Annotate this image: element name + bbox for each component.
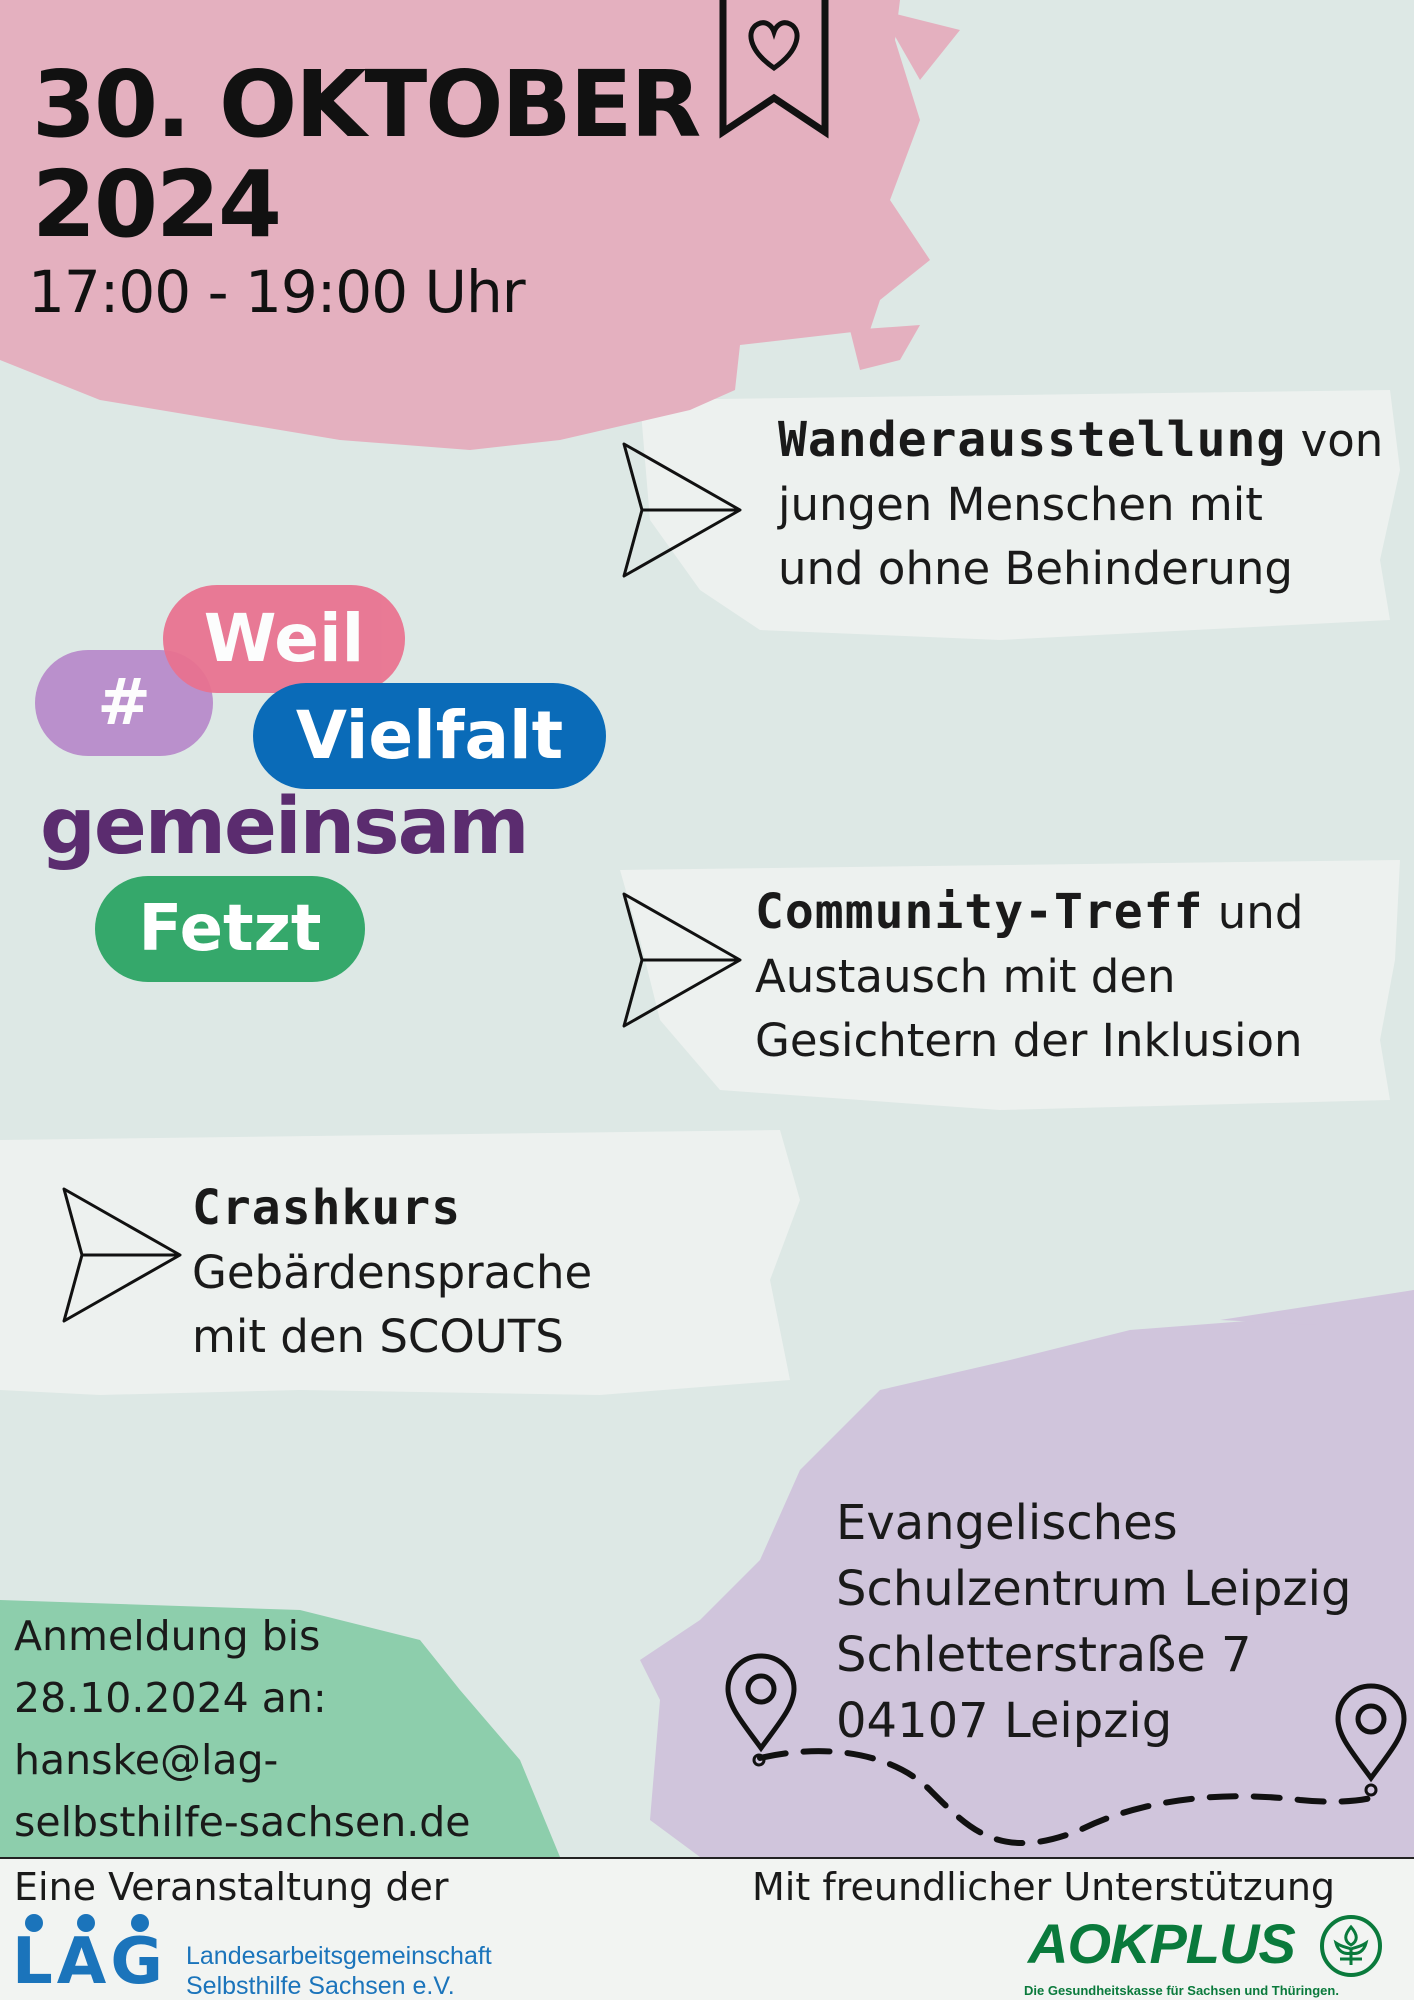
registration-email-line[interactable]: selbsthilfe-sachsen.de bbox=[14, 1798, 471, 1846]
address-line: Schletterstraße 7 bbox=[836, 1627, 1252, 1683]
event-date: 30. OKTOBER 2024 bbox=[32, 51, 701, 258]
item-text: jungen Menschen mit bbox=[778, 478, 1263, 531]
logo-gemeinsam: gemeinsam bbox=[40, 782, 530, 872]
program-item-crashkurs: Crashkurs Gebärdensprache mit den SCOUTS bbox=[192, 1176, 592, 1369]
paper-plane-icon bbox=[622, 892, 742, 1028]
organizer-name-line: Landesarbeitsgemeinschaft bbox=[186, 1942, 492, 1970]
lag-logo-text: LAG bbox=[12, 1925, 167, 1999]
logo-pill-weil: Weil bbox=[163, 585, 405, 693]
organizer-name-line: Selbsthilfe Sachsen e.V. bbox=[186, 1972, 455, 2000]
registration-line: 28.10.2024 an: bbox=[14, 1674, 327, 1722]
lag-logo: LAG bbox=[12, 1911, 172, 2000]
date-line-2: 2024 bbox=[32, 151, 282, 258]
aok-tagline: Die Gesundheitskasse für Sachsen und Thü… bbox=[1024, 1983, 1339, 1998]
item-text: und bbox=[1203, 886, 1304, 939]
program-item-community: Community-Treff und Austausch mit den Ge… bbox=[755, 880, 1303, 1073]
address-line: 04107 Leipzig bbox=[836, 1693, 1173, 1749]
paper-plane-icon bbox=[62, 1187, 182, 1323]
item-text: von bbox=[1286, 414, 1384, 467]
program-item-exhibition: Wanderausstellung von jungen Menschen mi… bbox=[778, 408, 1383, 601]
event-time: 17:00 - 19:00 Uhr bbox=[28, 258, 526, 326]
location-pin-icon bbox=[1335, 1683, 1407, 1797]
bookmark-heart-icon bbox=[719, 0, 829, 139]
footer-bar: Eine Veranstaltung der Mit freundlicher … bbox=[0, 1857, 1414, 2000]
date-line-1: 30. OKTOBER bbox=[32, 51, 701, 158]
item-text: Gebärdensprache bbox=[192, 1246, 593, 1299]
item-text: und ohne Behinderung bbox=[778, 542, 1293, 595]
organizer-label: Eine Veranstaltung der bbox=[14, 1865, 449, 1909]
address-line: Evangelisches bbox=[836, 1495, 1178, 1551]
sponsor-label: Mit freundlicher Unterstützung bbox=[752, 1865, 1336, 1909]
item-text: mit den SCOUTS bbox=[192, 1310, 564, 1363]
location-pin-icon bbox=[725, 1653, 797, 1767]
item-text: Gesichtern der Inklusion bbox=[755, 1014, 1303, 1067]
organizer-name: Landesarbeitsgemeinschaft Selbsthilfe Sa… bbox=[186, 1941, 492, 2000]
item-text: Austausch mit den bbox=[755, 950, 1176, 1003]
lag-dots bbox=[25, 1914, 149, 1932]
address-line: Schulzentrum Leipzig bbox=[836, 1561, 1352, 1617]
aok-tree-icon bbox=[1320, 1915, 1382, 1977]
paper-plane-icon bbox=[622, 442, 742, 578]
aok-logo-text: AOKPLUS bbox=[1028, 1912, 1296, 1975]
venue-address: Evangelisches Schulzentrum Leipzig Schle… bbox=[836, 1490, 1351, 1754]
registration-info: Anmeldung bis 28.10.2024 an: hanske@lag-… bbox=[14, 1605, 471, 1853]
item-title: Community-Treff bbox=[755, 884, 1204, 940]
map-route-illustration bbox=[757, 1748, 1383, 1847]
logo-pill-fetzt: Fetzt bbox=[95, 876, 365, 982]
logo-pill-vielfalt: Vielfalt bbox=[253, 683, 606, 789]
registration-line: Anmeldung bis bbox=[14, 1612, 321, 1660]
registration-email-line[interactable]: hanske@lag- bbox=[14, 1736, 279, 1784]
item-title: Crashkurs bbox=[192, 1180, 462, 1236]
item-title: Wanderausstellung bbox=[778, 412, 1287, 468]
